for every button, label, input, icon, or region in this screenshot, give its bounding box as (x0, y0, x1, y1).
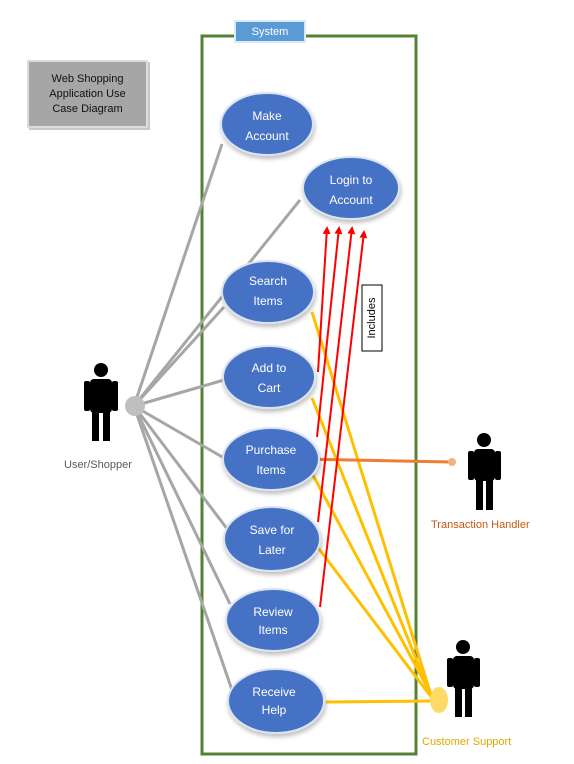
system-label: System (234, 20, 306, 43)
support-search (310, 311, 432, 693)
use-case-label-line1: Receive (252, 685, 296, 699)
use-case-review-items[interactable]: Review Items (225, 588, 321, 652)
use-case-login[interactable]: Login to Account (302, 156, 400, 220)
assoc-search-items (132, 305, 226, 408)
use-case-label-line2: Later (258, 543, 285, 557)
includes-label: Includes (366, 297, 378, 338)
transaction-endpoint (448, 458, 456, 466)
transaction-handler-label: Transaction Handler (431, 519, 530, 531)
title-line-1: Web Shopping (51, 72, 124, 85)
assoc-purchase-items (133, 404, 225, 460)
use-case-label-line1: Save for (250, 523, 295, 537)
user-shopper-actor-icon (84, 363, 118, 441)
assoc-login (132, 199, 302, 407)
use-case-label-line1: Search (249, 274, 287, 288)
use-case-label-line1: Login to (330, 173, 373, 187)
include-arrow-1 (317, 226, 331, 373)
assoc-review-items (132, 405, 232, 605)
support-cart (310, 397, 432, 695)
use-case-label-line1: Purchase (246, 443, 297, 457)
support-save (314, 544, 434, 699)
support-help (325, 699, 433, 704)
customer-support-actor-icon (447, 640, 480, 717)
user-associations (132, 143, 302, 691)
use-case-label-line2: Account (329, 193, 373, 207)
transaction-association (299, 457, 452, 464)
use-case-add-to-cart[interactable]: Add to Cart (222, 345, 316, 409)
include-arrow-3 (317, 226, 356, 523)
use-case-save-for-later[interactable]: Save for Later (223, 506, 321, 572)
user-shopper-label: User/Shopper (64, 459, 132, 471)
use-case-label-line2: Help (262, 703, 287, 717)
support-association-node (430, 687, 448, 713)
include-arrow-4 (319, 230, 368, 608)
use-case-label-line2: Items (253, 294, 282, 308)
diagram-title-box: Web Shopping Application Use Case Diagra… (27, 60, 148, 128)
title-line-3: Case Diagram (52, 102, 123, 115)
include-arrow-2 (316, 226, 343, 438)
use-case-label-line2: Items (256, 463, 285, 477)
support-purchase (306, 465, 434, 697)
system-boundary (200, 34, 418, 756)
use-case-label-line2: Cart (258, 381, 281, 395)
use-case-receive-help[interactable]: Receive Help (227, 668, 325, 734)
assoc-make-account (132, 143, 224, 407)
use-case-make-account[interactable]: Make Account (220, 92, 314, 156)
transaction-handler-actor-icon (468, 433, 501, 510)
user-association-node (125, 396, 145, 416)
use-case-search-items[interactable]: Search Items (221, 260, 315, 324)
use-case-label-line1: Make (252, 109, 282, 123)
assoc-save-for-later (132, 405, 230, 531)
support-associations (306, 311, 434, 704)
include-arrows (316, 226, 368, 608)
assoc-add-to-cart (133, 378, 225, 408)
includes-label-box: Includes (361, 284, 383, 352)
use-case-purchase-items[interactable]: Purchase Items (222, 427, 320, 491)
customer-support-label: Customer Support (422, 736, 512, 748)
use-case-label-line2: Account (245, 129, 289, 143)
title-line-2: Application Use (49, 87, 126, 100)
use-case-label-line2: Items (258, 623, 287, 637)
use-case-label-line1: Add to (252, 361, 287, 375)
use-case-label-line1: Review (253, 605, 293, 619)
assoc-receive-help (132, 405, 234, 691)
